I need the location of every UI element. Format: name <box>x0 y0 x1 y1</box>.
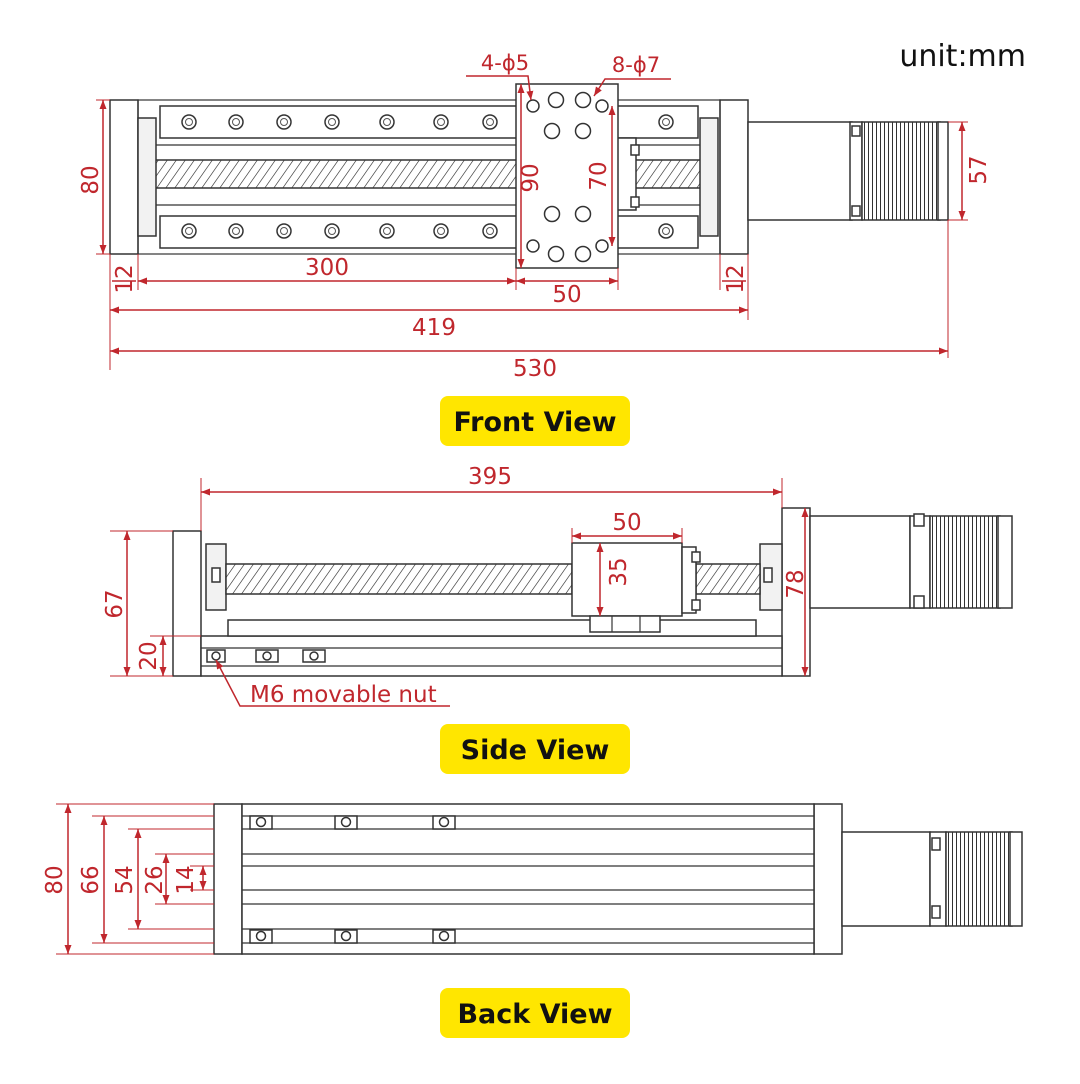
side-view-title: Side View <box>440 724 630 774</box>
front-left-end-plate <box>109 99 139 255</box>
side-motor-body <box>929 515 1001 609</box>
side-view-drawing: 395 50 35 67 20 78 M6 movable nut <box>102 464 1013 708</box>
front-view-title: Front View <box>440 396 630 446</box>
unit-label: unit:mm <box>899 39 1026 74</box>
side-left-end-plate <box>172 530 202 677</box>
svg-text:Front View: Front View <box>453 407 616 438</box>
side-lead-screw <box>225 563 573 595</box>
back-d26-label: 26 <box>142 865 168 894</box>
front-end-right-label: 12 <box>723 264 749 293</box>
front-carriage-width-label: 50 <box>552 282 581 308</box>
back-motor-endcap <box>1009 831 1023 927</box>
back-right-end-plate <box>813 803 843 955</box>
back-d66-label: 66 <box>78 865 104 894</box>
side-height-label: 67 <box>102 589 128 618</box>
svg-text:Side View: Side View <box>461 735 610 766</box>
front-motor-tab <box>851 125 861 137</box>
front-right-end-plate <box>719 99 749 255</box>
back-d54-label: 54 <box>112 865 138 894</box>
front-view-drawing: 4-ϕ5 8-ϕ7 80 90 70 57 12 12 300 50 419 5… <box>78 51 992 382</box>
side-nut-tab-2 <box>691 599 701 611</box>
front-total-length-label: 530 <box>513 356 557 382</box>
side-guide-rail <box>227 619 757 637</box>
front-bottom-rail-holes <box>181 223 674 239</box>
side-carriage-width-label: 50 <box>612 510 641 536</box>
back-view-drawing: 80 66 54 26 14 <box>42 803 1023 955</box>
front-motor-endcap <box>937 121 949 221</box>
side-motor-tab <box>913 513 925 527</box>
back-d14-label: 14 <box>173 865 199 894</box>
side-carriage-height-label: 35 <box>606 557 632 586</box>
side-motor-endcap <box>997 515 1013 609</box>
side-slider-block <box>589 615 661 633</box>
side-motor-coupler <box>809 515 911 609</box>
front-left-bearing <box>137 117 157 237</box>
front-hole-large-label: 8-ϕ7 <box>612 53 660 77</box>
back-motor-tab <box>931 837 941 851</box>
side-carriage <box>571 542 683 617</box>
front-nut-tab-2 <box>630 196 640 208</box>
svg-text:Back View: Back View <box>457 999 612 1030</box>
side-base-height-label: 20 <box>136 641 162 670</box>
side-carriage-nut <box>681 546 697 614</box>
front-motor-width-label: 57 <box>966 155 992 184</box>
back-profile <box>241 803 815 955</box>
front-motor-body <box>861 121 941 221</box>
side-lead-screw-right <box>695 563 761 595</box>
side-left-bearing-cap <box>211 567 221 583</box>
front-right-bearing <box>699 117 719 237</box>
side-base-profile <box>200 635 783 677</box>
front-carriage-height-label: 90 <box>518 163 544 192</box>
back-movable-nuts <box>249 815 456 944</box>
front-carriage-holes <box>526 91 609 263</box>
side-motor-flange <box>909 515 931 609</box>
back-d80-label: 80 <box>42 865 68 894</box>
side-motor-tab-2 <box>913 595 925 609</box>
side-right-bearing-cap <box>763 567 773 583</box>
back-motor-body <box>945 831 1013 927</box>
side-movable-nuts <box>206 649 326 663</box>
back-left-end-plate <box>213 803 243 955</box>
side-end-height-label: 78 <box>783 569 809 598</box>
front-nut-tab <box>630 144 640 156</box>
front-motor-tab-2 <box>851 205 861 217</box>
front-rail-length-label: 419 <box>412 315 456 341</box>
front-stroke-label: 300 <box>305 255 349 281</box>
back-motor-coupler <box>841 831 931 927</box>
back-view-title: Back View <box>440 988 630 1038</box>
side-rail-length-label: 395 <box>468 464 512 490</box>
front-top-rail-holes <box>181 114 674 130</box>
front-hole-spacing-label: 70 <box>586 161 612 190</box>
front-hole-small-label: 4-ϕ5 <box>481 51 529 75</box>
side-nut-tab <box>691 551 701 563</box>
side-nut-note: M6 movable nut <box>250 682 437 708</box>
front-height-label: 80 <box>78 165 104 194</box>
front-end-left-label: 12 <box>112 264 138 293</box>
back-motor-tab-2 <box>931 905 941 919</box>
front-carriage-plate <box>515 83 619 269</box>
front-motor-coupler <box>747 121 853 221</box>
